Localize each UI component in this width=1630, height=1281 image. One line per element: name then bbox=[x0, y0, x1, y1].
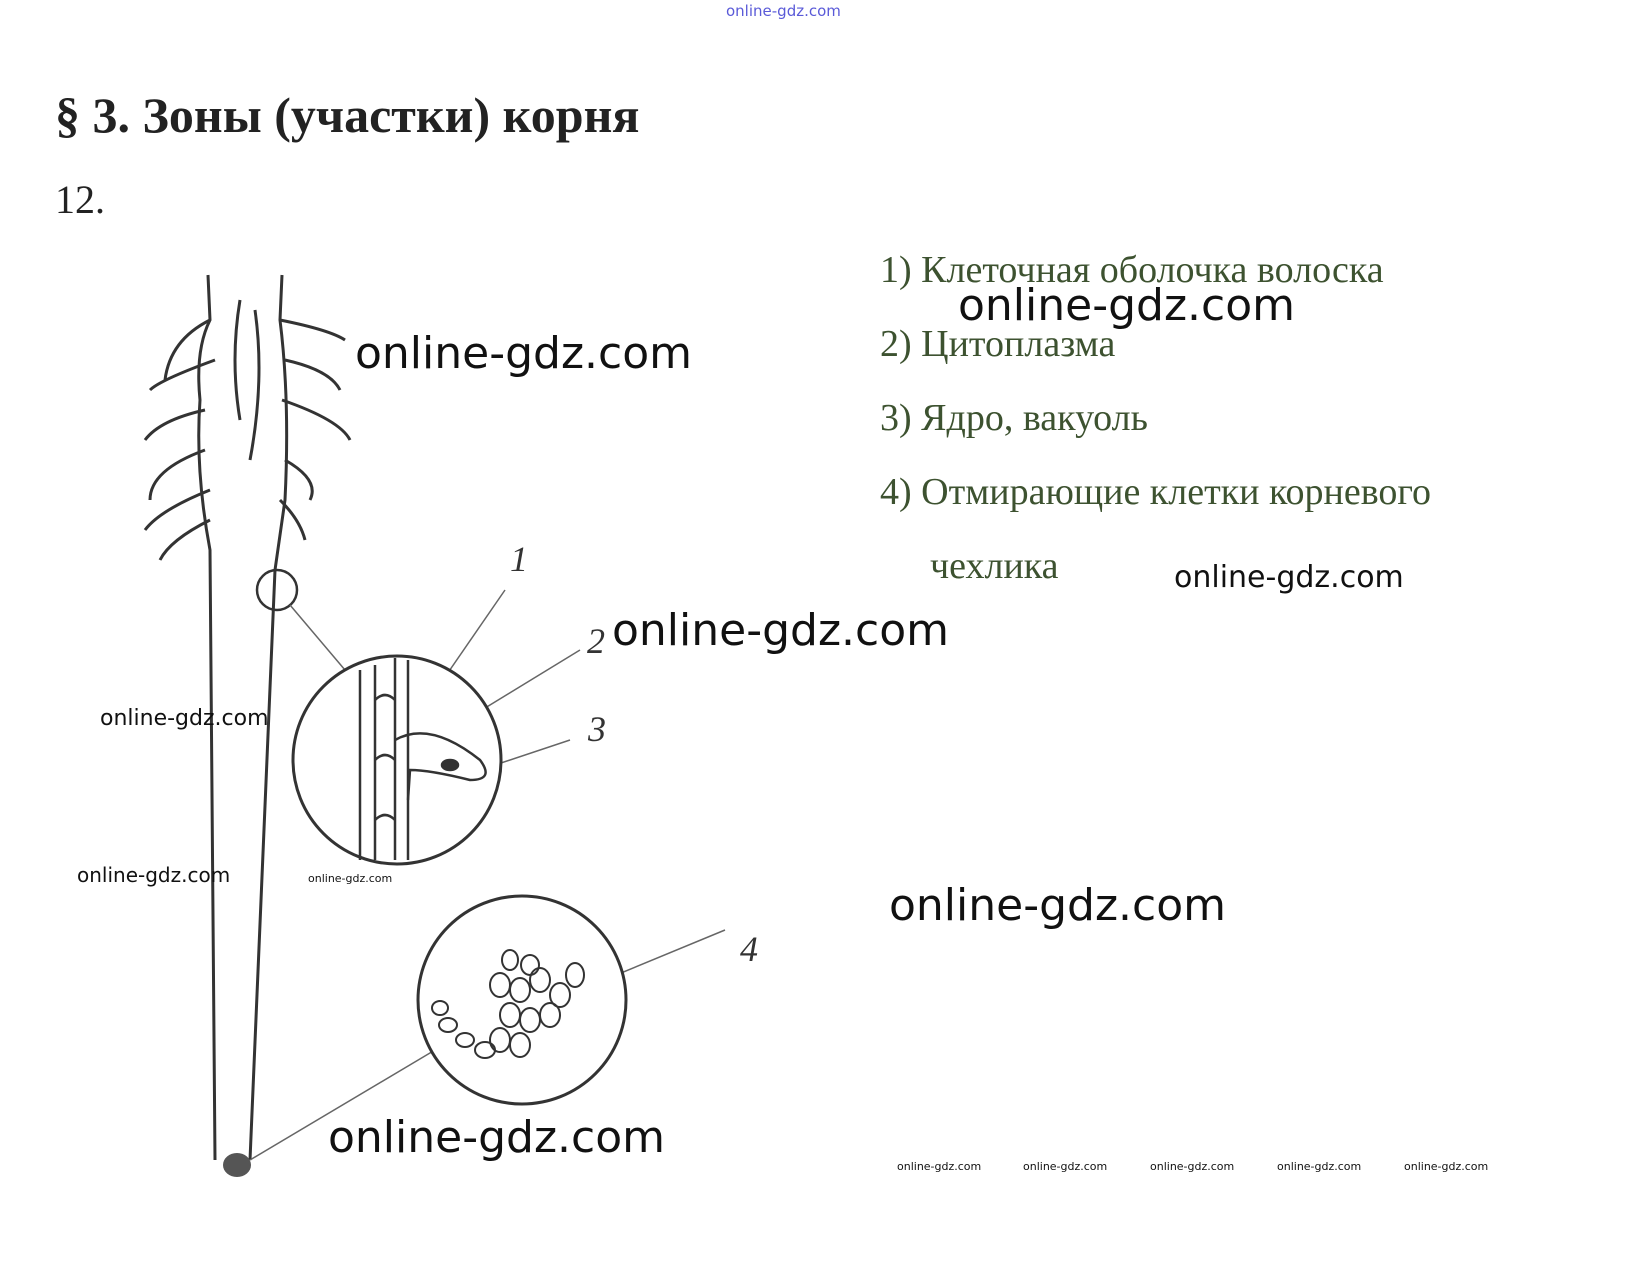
page-title: § 3. Зоны (участки) корня bbox=[55, 87, 640, 143]
watermark: online-gdz.com bbox=[355, 328, 693, 379]
watermark: online-gdz.com bbox=[100, 706, 269, 731]
task-number: 12. bbox=[55, 177, 105, 222]
root-hair-cells bbox=[358, 658, 487, 860]
answer-4-continued: чехлика bbox=[930, 545, 1059, 587]
root-cap-cells bbox=[431, 949, 585, 1059]
answer-2: 2) Цитоплазма bbox=[880, 323, 1116, 365]
root-hair-detail-circle bbox=[291, 654, 503, 866]
watermark: online-gdz.com bbox=[328, 1112, 666, 1163]
watermark: online-gdz.com bbox=[889, 880, 1227, 931]
figure-label-1: 1 bbox=[510, 539, 528, 579]
footer-watermark: online-gdz.com bbox=[897, 1160, 982, 1173]
figure-label-2: 2 bbox=[587, 621, 605, 661]
answer-1: 1) Клеточная оболочка волоска bbox=[880, 249, 1384, 291]
answer-3: 3) Ядро, вакуоль bbox=[880, 397, 1148, 439]
root-cap-detail-circle bbox=[416, 894, 628, 1106]
watermark: online-gdz.com bbox=[308, 872, 393, 885]
watermark: online-gdz.com bbox=[1174, 560, 1404, 595]
figure-label-4: 4 bbox=[740, 929, 758, 969]
footer-watermark: online-gdz.com bbox=[1404, 1160, 1489, 1173]
footer-watermark: online-gdz.com bbox=[1277, 1160, 1362, 1173]
footer-watermark: online-gdz.com bbox=[1150, 1160, 1235, 1173]
header-watermark: online-gdz.com bbox=[726, 2, 841, 20]
answer-4: 4) Отмирающие клетки корневого bbox=[880, 471, 1432, 513]
watermark: online-gdz.com bbox=[77, 863, 231, 887]
figure-label-3: 3 bbox=[588, 709, 606, 749]
root-hairs bbox=[143, 274, 352, 1161]
root-cap bbox=[223, 1153, 251, 1177]
watermark: online-gdz.com bbox=[612, 605, 950, 656]
watermark: online-gdz.com bbox=[958, 280, 1296, 331]
zoom-marker-circle bbox=[255, 568, 299, 612]
footer-watermark: online-gdz.com bbox=[1023, 1160, 1108, 1173]
